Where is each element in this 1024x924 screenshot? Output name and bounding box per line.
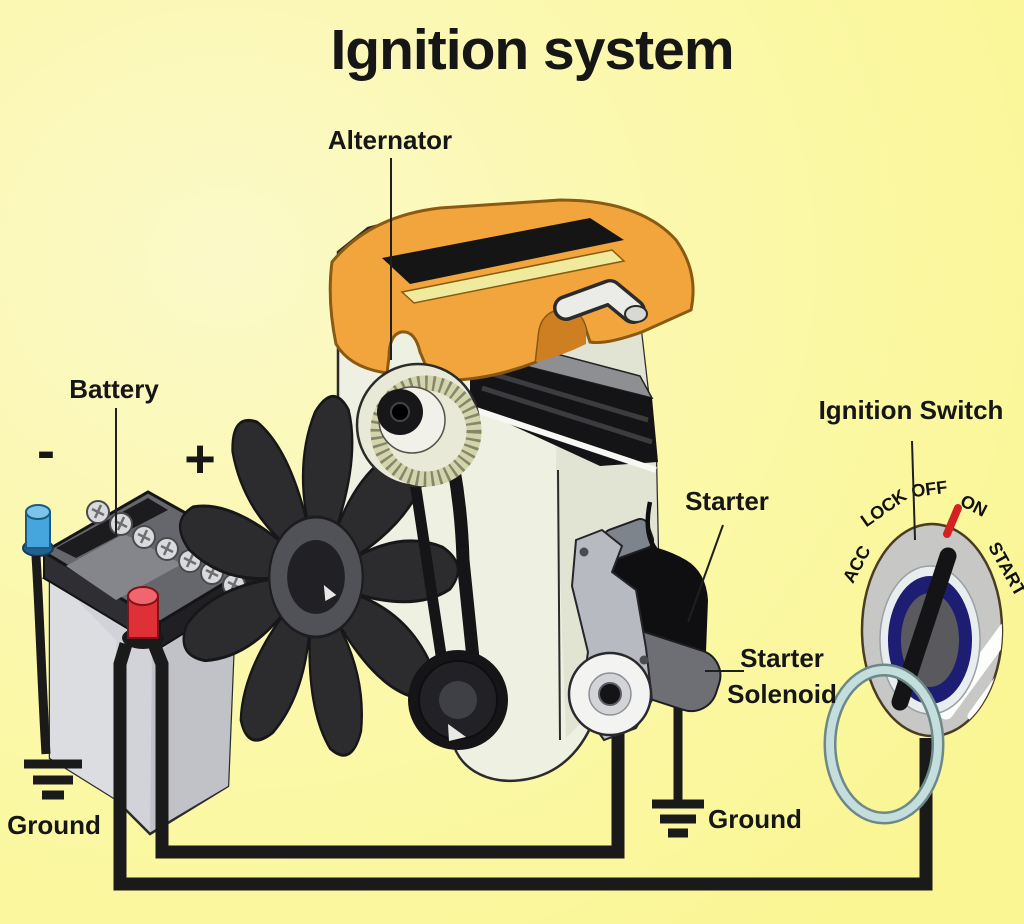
ignition-switch-illustration: ACC LOCK OFF ON START	[823, 477, 1024, 825]
battery-body-highlight	[50, 572, 116, 798]
wire-battery-to-ground	[31, 555, 51, 755]
fan-hub-notch	[323, 585, 337, 601]
starter-pointer-line	[687, 524, 724, 623]
battery-top-recess	[66, 534, 182, 600]
switch-position-off: OFF	[910, 477, 948, 501]
battery-label: Battery	[69, 374, 159, 404]
battery-negative-sign: -	[37, 421, 55, 481]
label-pointer-lines	[115, 158, 916, 672]
ground-label-center: Ground	[708, 804, 802, 834]
starter-illustration	[567, 501, 722, 742]
alternator-illustration	[355, 362, 482, 488]
starter-label: Starter	[685, 486, 769, 516]
solenoid-wire	[645, 501, 690, 597]
engine-pipe	[553, 279, 648, 324]
wire-battery-to-ignition-switch	[113, 642, 933, 891]
starter-solenoid-label-line2: Solenoid	[727, 679, 837, 709]
ground-symbol-left	[24, 759, 82, 800]
switch-position-indicator	[943, 504, 962, 538]
valve-cover-notch	[536, 309, 586, 362]
battery-positive-sign: +	[184, 429, 216, 489]
fan-hub-center	[287, 540, 345, 614]
engine-edge-line	[557, 469, 561, 741]
engine-cover-ridges	[481, 369, 653, 445]
ground-label-left: Ground	[7, 810, 101, 840]
ground-symbol-center	[652, 799, 704, 838]
valve-cover-slot	[382, 218, 624, 284]
switch-position-labels: ACC LOCK OFF ON START	[839, 477, 1024, 600]
keyring-icon	[823, 663, 945, 825]
ignition-switch-pointer-line	[911, 440, 916, 541]
wire-battery-to-starter	[147, 641, 625, 859]
wiring	[24, 555, 933, 891]
battery-positive-terminal	[122, 586, 164, 649]
valve-cover-stripe	[400, 249, 626, 304]
diagram-title: Ignition system	[330, 18, 734, 82]
starter-solenoid-label: Starter Solenoid	[727, 640, 837, 712]
alternator-label: Alternator	[327, 125, 453, 155]
engine-illustration	[178, 198, 722, 783]
ignition-switch-label: Ignition Switch	[818, 395, 1004, 425]
starter-solenoid-label-line1: Starter	[740, 643, 824, 673]
battery-negative-terminal	[22, 504, 54, 557]
engine-cover-edge-highlight	[469, 405, 657, 473]
